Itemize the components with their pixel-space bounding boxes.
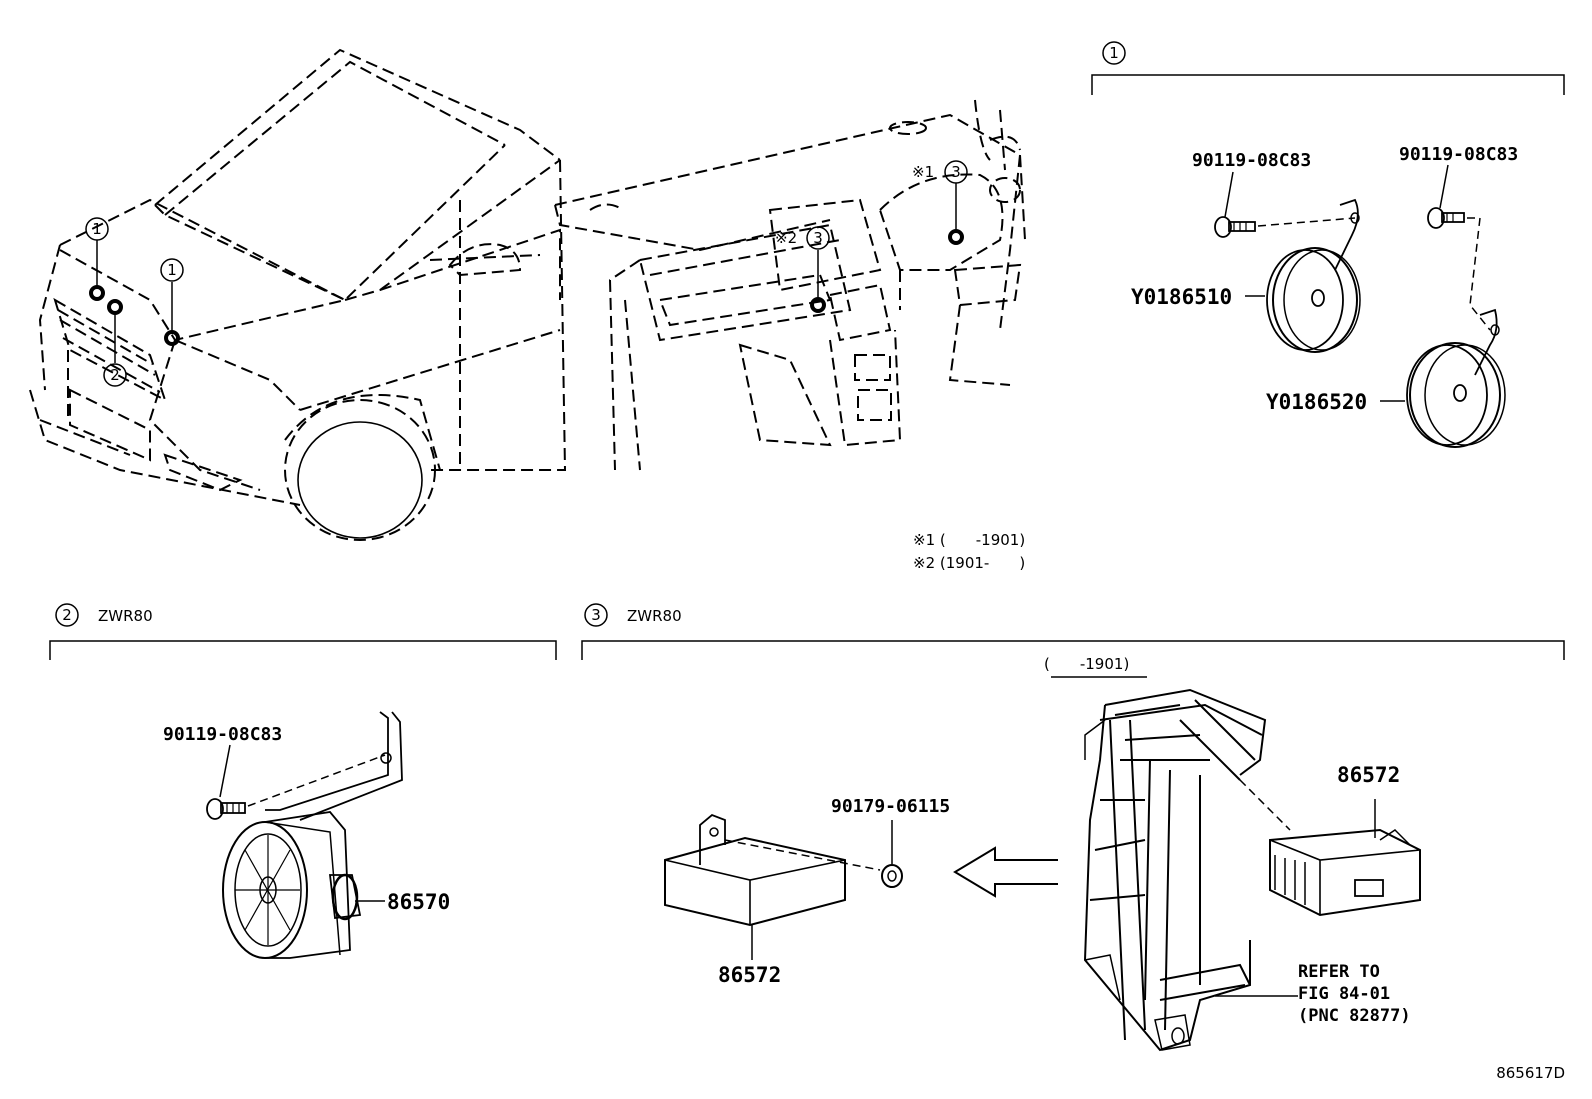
locator-dot: [810, 297, 826, 313]
refer-note-line: (PNC 82877): [1298, 1006, 1411, 1026]
part-number: 86570: [387, 890, 450, 914]
part-number: 90119-08C83: [163, 724, 282, 745]
callout-mark: ※1: [912, 163, 934, 181]
section-number: 3: [591, 606, 601, 624]
section-number: 1: [1109, 44, 1119, 62]
module-icon: [1269, 828, 1421, 917]
locator-dot: [107, 299, 123, 315]
section-model: ZWR80: [98, 607, 153, 625]
bolt-icon: [206, 798, 246, 820]
bolt-icon: [1214, 216, 1256, 238]
vehicle-front-view: [29, 48, 567, 541]
section-model: ZWR80: [627, 607, 682, 625]
callout-number: 3: [951, 163, 961, 181]
refer-note-line: FIG 84-01: [1298, 984, 1390, 1004]
part-number: Y0186510: [1131, 285, 1232, 309]
speaker-icon: [222, 811, 362, 959]
callout-number: 3: [813, 229, 823, 247]
locator-dot: [164, 330, 180, 346]
dashboard-view: [554, 99, 1026, 471]
section-date-range: ( -1901): [1044, 655, 1129, 673]
section-3-module: [581, 603, 1565, 1052]
module-icon: [664, 813, 846, 927]
bracket-assembly-icon: [1083, 688, 1267, 1052]
section-1-horns: [1091, 41, 1565, 448]
part-number: 90119-08C83: [1192, 150, 1311, 171]
callout-mark: ※2: [775, 229, 797, 247]
nut-icon: [881, 864, 903, 888]
horn-icon: [1406, 308, 1506, 448]
section-number: 2: [62, 606, 72, 624]
arrow-left-icon: [953, 846, 1058, 898]
part-number: 90119-08C83: [1399, 144, 1518, 165]
note-line-2: ※2 (1901- ): [913, 554, 1025, 572]
part-number: 86572: [1337, 763, 1400, 787]
callout-number: 1: [167, 261, 177, 279]
note-line-1: ※1 ( -1901): [913, 531, 1025, 549]
refer-note-line: REFER TO: [1298, 962, 1380, 982]
locator-dot: [948, 229, 964, 245]
locator-dot: [89, 285, 105, 301]
part-number: 86572: [718, 963, 781, 987]
part-number: Y0186520: [1266, 390, 1367, 414]
bolt-icon: [1427, 207, 1465, 229]
part-number: 90179-06115: [831, 796, 950, 817]
horn-icon: [1266, 198, 1361, 353]
section-2-speaker: [49, 603, 557, 959]
diagram-id: 865617D: [1496, 1064, 1565, 1082]
callout-number: 1: [92, 220, 102, 238]
callout-number: 2: [110, 366, 120, 384]
